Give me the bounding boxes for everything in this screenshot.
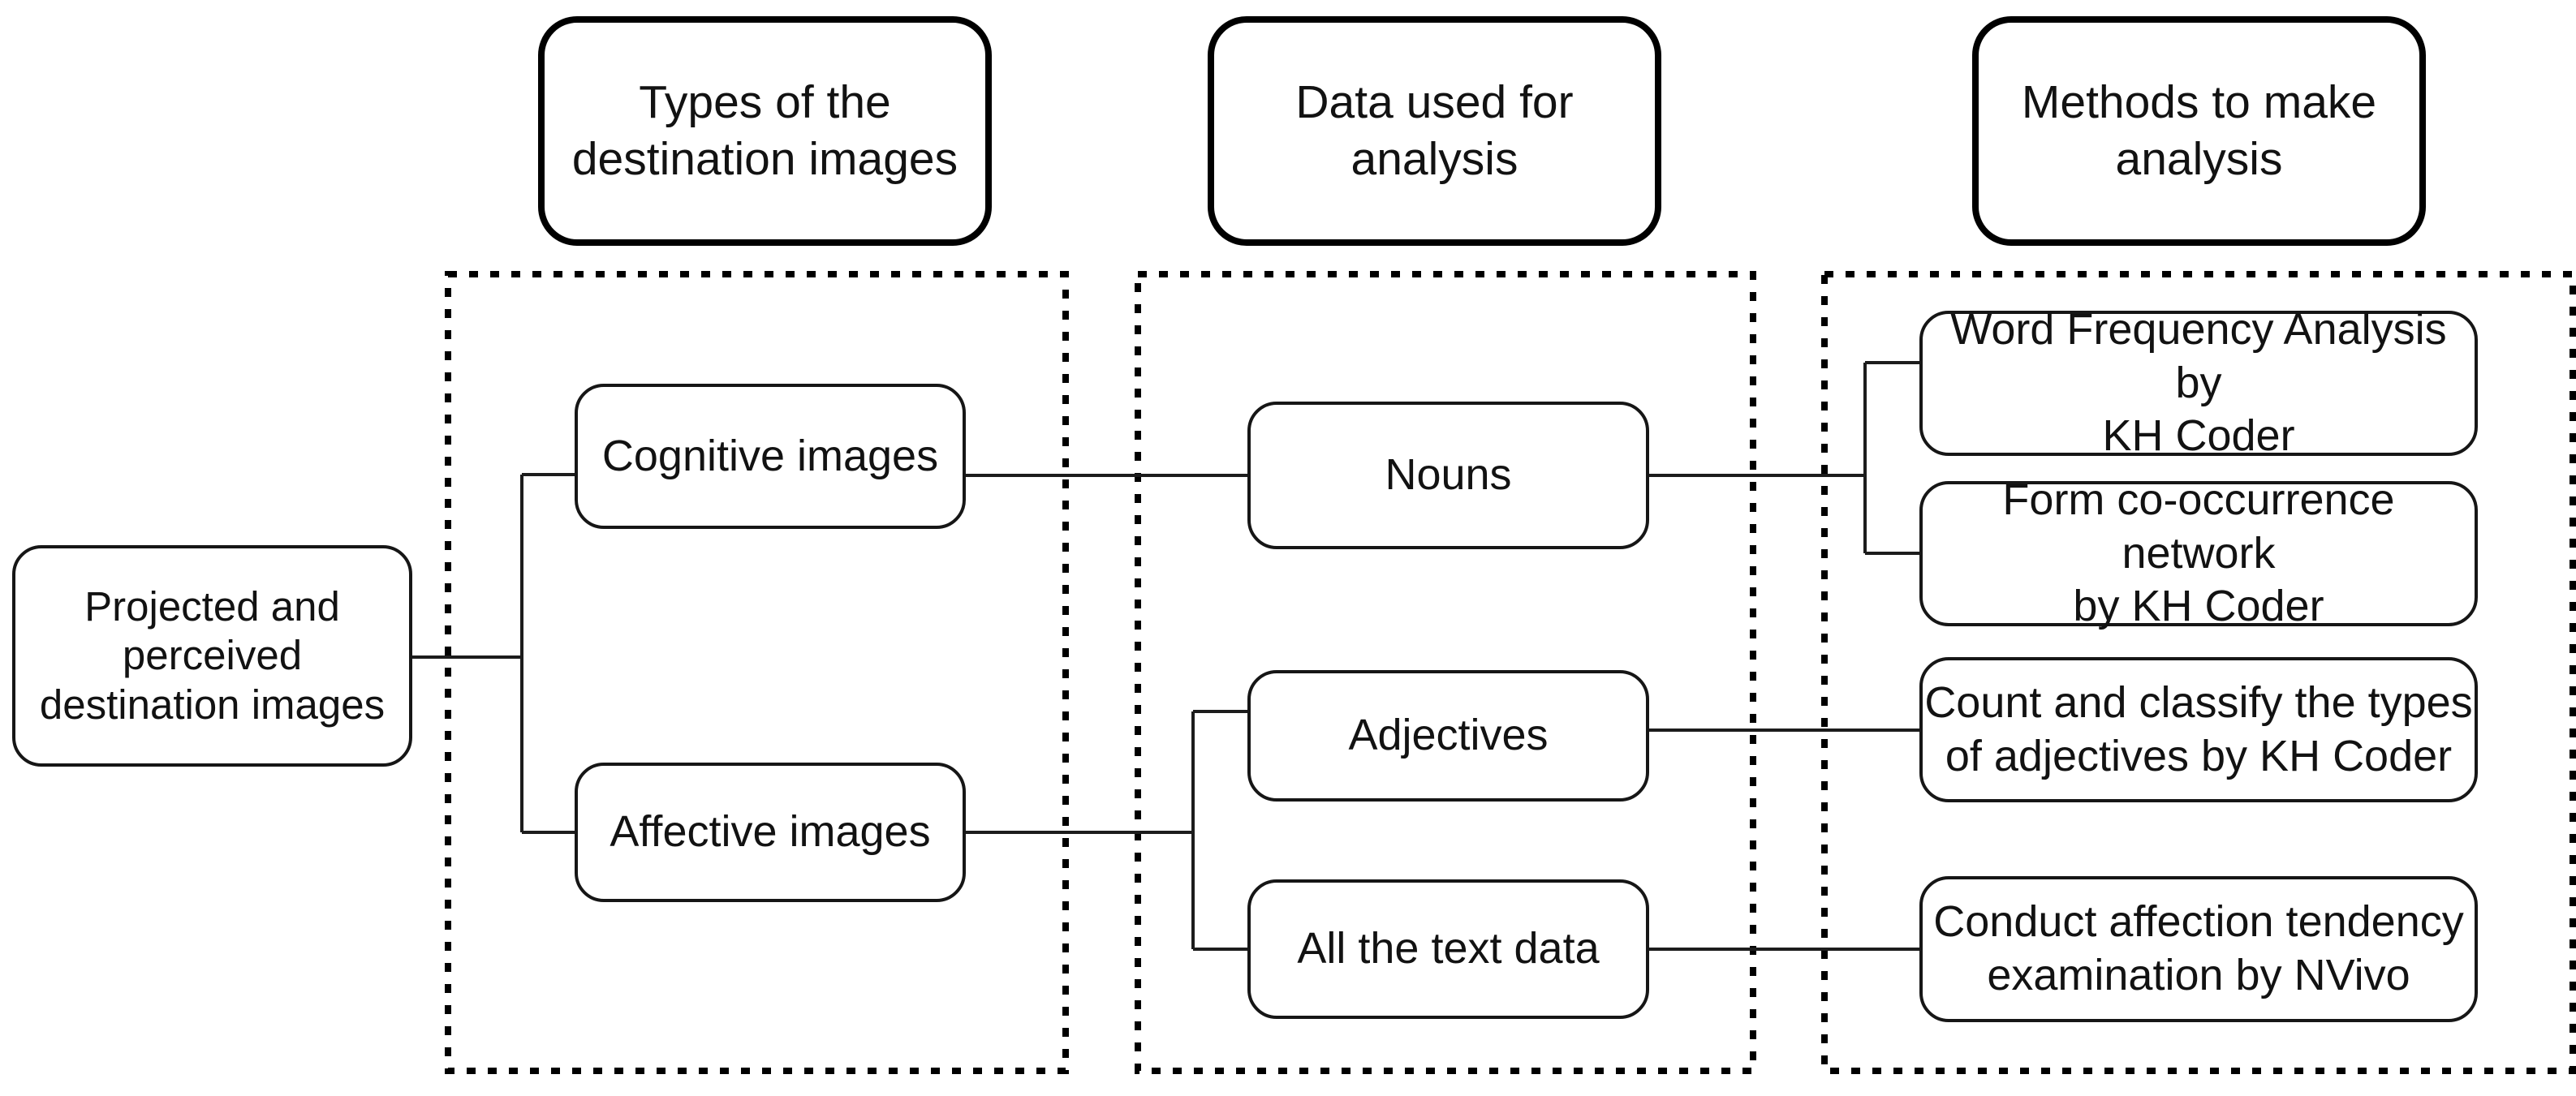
node-cooccurrence-network: Form co-occurrence network by KH Coder bbox=[1919, 475, 2478, 630]
dotted-group-image-types bbox=[445, 271, 1069, 1074]
dotted-group-methods bbox=[1821, 271, 2576, 1074]
header-methods-to-make-analysis: Methods to make analysis bbox=[1972, 16, 2426, 246]
node-affective-images: Affective images bbox=[575, 763, 966, 902]
header-data-used-for-analysis: Data used for analysis bbox=[1208, 16, 1661, 246]
node-affection-tendency-examination: Conduct affection tendency examination b… bbox=[1919, 876, 2478, 1022]
node-adjectives: Adjectives bbox=[1247, 670, 1649, 802]
dotted-group-data-used bbox=[1135, 271, 1756, 1074]
node-projected-perceived-destination-images: Projected and perceived destination imag… bbox=[12, 545, 412, 767]
node-word-frequency-analysis: Word Frequency Analysis by KH Coder bbox=[1919, 305, 2478, 460]
node-nouns: Nouns bbox=[1247, 402, 1649, 549]
header-types-of-destination-images: Types of the destination images bbox=[538, 16, 992, 246]
node-cognitive-images: Cognitive images bbox=[575, 384, 966, 529]
node-all-the-text-data: All the text data bbox=[1247, 879, 1649, 1019]
node-count-classify-adjectives: Count and classify the types of adjectiv… bbox=[1919, 657, 2478, 802]
